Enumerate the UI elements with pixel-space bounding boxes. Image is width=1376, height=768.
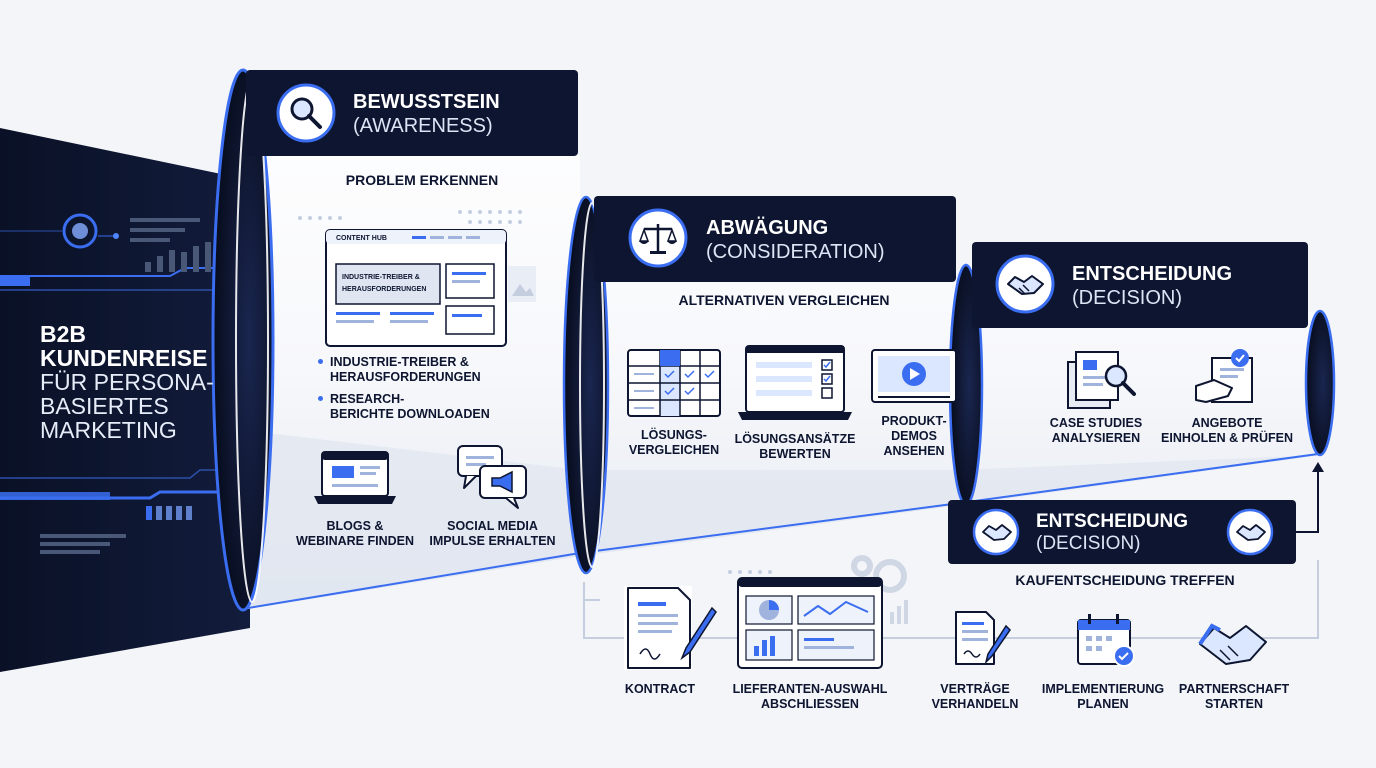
process-step-label: IMPLEMENTIERUNG PLANEN xyxy=(1041,682,1165,711)
decision-item-label: ANGEBOTE EINHOLEN & PRÜFEN xyxy=(1161,416,1293,445)
title-line-marketing: MARKETING xyxy=(40,417,177,443)
dot-grid-decor xyxy=(298,210,772,574)
consideration-subtitle-text: (CONSIDERATION) xyxy=(706,241,885,263)
title-line-b2b: B2B xyxy=(40,321,87,347)
consideration-heading: ALTERNATIVEN VERGLEICHEN xyxy=(678,292,890,308)
process-line xyxy=(583,560,1319,639)
funnel-opening-medium xyxy=(562,195,610,575)
content-hub-mockup: CONTENT HUB INDUSTRIE-TREIBER & HERAUSFO… xyxy=(325,229,536,347)
content-hub-panel-line-1: INDUSTRIE-TREIBER & xyxy=(342,274,420,281)
checklist-laptop-icon xyxy=(738,345,852,420)
scales-icon xyxy=(628,208,688,268)
process-step-label: LIEFERANTEN-AUSWAHL ABSCHLIESSEN xyxy=(732,682,888,711)
consideration-item-label: PRODUKT- DEMOS ANSEHEN xyxy=(881,414,947,458)
awareness-subtitle-text: (AWARENESS) xyxy=(353,115,493,137)
title-line-basiertes: BASIERTES xyxy=(40,393,169,419)
connector-arrow xyxy=(1296,470,1319,533)
dashboard-icon xyxy=(737,577,883,669)
awareness-item-label: BLOGS & WEBINARE FINDEN xyxy=(295,519,415,548)
decision-subtitle-text: (DECISION) xyxy=(1072,287,1182,309)
hand-document-icon xyxy=(1195,349,1253,403)
funnel-opening-end xyxy=(1304,309,1336,457)
contract-pen-icon xyxy=(955,611,1011,665)
decision-item-label: CASE STUDIES ANALYSIEREN xyxy=(1049,416,1143,445)
process-step-label: KONTRACT xyxy=(624,682,696,696)
arrow-head xyxy=(1312,462,1324,472)
decision-final-heading: KAUFENTSCHEIDUNG TREFFEN xyxy=(1015,572,1235,588)
consideration-item-label: LÖSUNGSANSÄTZE BEWERTEN xyxy=(734,432,856,461)
handshake-icon xyxy=(1226,508,1274,556)
title-line-kundenreise: KUNDENREISE xyxy=(40,345,208,371)
journey-title: B2B KUNDENREISE FÜR PERSONA- BASIERTES M… xyxy=(40,322,214,442)
awareness-title-text: BEWUSSTSEIN xyxy=(353,91,500,113)
consideration-title: ABWÄGUNG (CONSIDERATION) xyxy=(706,216,885,264)
laptop-icon xyxy=(314,451,396,504)
left-panel-bars xyxy=(40,218,223,554)
decision-final-title: ENTSCHEIDUNG (DECISION) xyxy=(1036,511,1188,555)
comparison-table-icon xyxy=(627,349,721,417)
consideration-item-label: LÖSUNGS- VERGLEICHEN xyxy=(628,428,720,457)
awareness-bullet-list: INDUSTRIE-TREIBER & HERAUSFORDERUNGEN RE… xyxy=(318,355,548,429)
decision-final-header-bar xyxy=(948,500,1296,564)
video-player-icon xyxy=(871,349,957,403)
title-line-persona: FÜR PERSONA- xyxy=(40,369,214,395)
decision-final-title-text: ENTSCHEIDUNG xyxy=(1036,511,1189,532)
awareness-header-bar xyxy=(246,70,578,156)
magnifier-icon xyxy=(276,83,336,143)
decision-final-subtitle-text: (DECISION) xyxy=(1036,533,1141,554)
left-panel-blocks xyxy=(146,506,192,520)
document-search-icon xyxy=(1067,351,1136,409)
awareness-heading: PROBLEM ERKENNEN xyxy=(345,172,499,188)
decision-title: ENTSCHEIDUNG (DECISION) xyxy=(1072,262,1232,310)
bars-decor xyxy=(890,600,908,624)
content-hub-label: CONTENT HUB xyxy=(336,235,387,242)
awareness-bullet: INDUSTRIE-TREIBER & HERAUSFORDERUNGEN xyxy=(318,355,548,385)
consideration-header-bar xyxy=(594,196,956,282)
chat-megaphone-icon xyxy=(457,445,527,509)
funnel-bottom-edge xyxy=(247,453,1319,609)
process-step-label: VERTRÄGE VERHANDELN xyxy=(931,682,1019,711)
decision-title-text: ENTSCHEIDUNG xyxy=(1072,263,1233,285)
consideration-title-text: ABWÄGUNG xyxy=(706,217,829,239)
gear-decor xyxy=(851,555,907,593)
handshake-icon xyxy=(972,508,1020,556)
awareness-item-label: SOCIAL MEDIA IMPULSE ERHALTEN xyxy=(429,519,556,548)
contract-icon xyxy=(624,586,717,670)
calendar-check-icon xyxy=(1077,614,1135,667)
decision-header-bar xyxy=(972,242,1308,328)
handshake-icon xyxy=(995,254,1055,314)
handshake-icon xyxy=(1198,623,1267,665)
process-step-label: PARTNERSCHAFT STARTEN xyxy=(1178,682,1290,711)
awareness-title: BEWUSSTSEIN (AWARENESS) xyxy=(353,90,500,138)
content-hub-panel-line-2: HERAUSFORDERUNGEN xyxy=(342,286,426,293)
awareness-bullet: RESEARCH- BERICHTE DOWNLOADEN xyxy=(318,392,548,422)
